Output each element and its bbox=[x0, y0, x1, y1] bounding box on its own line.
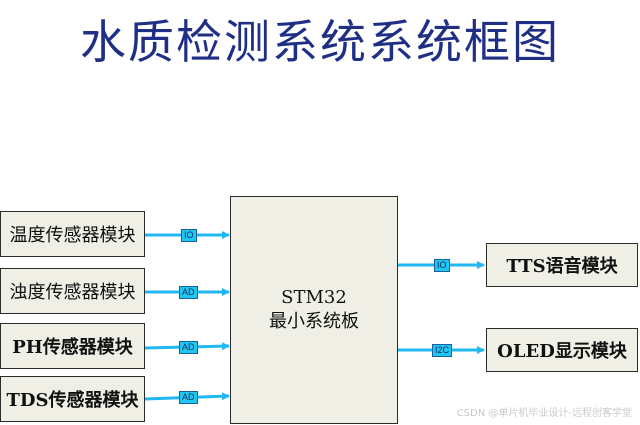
ph-sensor-module: PH传感器模块 bbox=[0, 323, 145, 369]
bus-tag-ph: AD bbox=[179, 341, 198, 354]
tts-voice-module: TTS语音模块 bbox=[486, 243, 638, 287]
bus-tag-tds: AD bbox=[179, 391, 198, 404]
oled-display-module: OLED显示模块 bbox=[486, 328, 638, 372]
mcu-name: STM32 bbox=[281, 287, 347, 308]
bus-tag-turbidity: AD bbox=[179, 286, 198, 299]
stm32-board: STM32 最小系统板 bbox=[230, 196, 398, 424]
ph-sensor-label: PH传感器模块 bbox=[12, 337, 133, 358]
turbidity-sensor-module: 浊度传感器模块 bbox=[0, 268, 145, 314]
tds-sensor-module: TDS传感器模块 bbox=[0, 376, 145, 422]
temperature-sensor-module: 温度传感器模块 bbox=[0, 211, 145, 257]
watermark: CSDN @单片机毕业设计-远程创客学堂 bbox=[456, 408, 632, 419]
bus-tag-oled: I2C bbox=[432, 344, 453, 357]
diagram-title: 水质检测系统系统框图 bbox=[80, 15, 560, 69]
bus-tag-tts: IO bbox=[434, 259, 450, 272]
bus-tag-temperature: IO bbox=[181, 229, 197, 242]
mcu-desc: 最小系统板 bbox=[269, 311, 359, 332]
tts-voice-label: TTS语音模块 bbox=[506, 256, 618, 277]
temperature-sensor-label: 温度传感器模块 bbox=[9, 225, 136, 246]
turbidity-sensor-label: 浊度传感器模块 bbox=[9, 282, 136, 303]
tds-sensor-label: TDS传感器模块 bbox=[6, 390, 139, 411]
oled-display-label: OLED显示模块 bbox=[497, 341, 627, 362]
